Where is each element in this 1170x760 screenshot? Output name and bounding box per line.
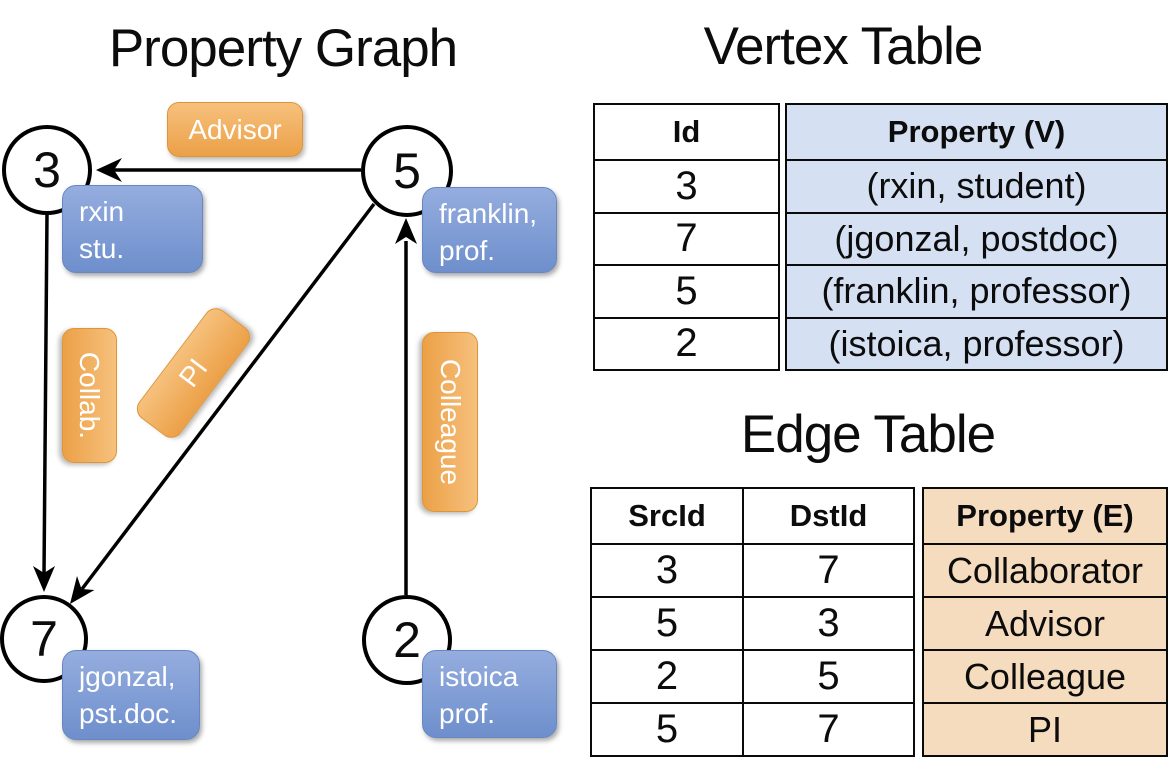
edge-label-colleague: Colleague — [422, 332, 478, 512]
vertex-property-cell: (franklin, professor) — [787, 264, 1166, 317]
arrowhead-2-5 — [395, 218, 417, 244]
edge-src-cell: 2 — [592, 649, 742, 702]
node-7-id: 7 — [30, 611, 58, 667]
edge-label-colleague-text: Colleague — [435, 358, 466, 486]
edge-label-collab: Collab. — [62, 328, 117, 463]
vertex-id-cell: 7 — [595, 211, 778, 265]
arrowhead-5-3 — [96, 158, 122, 182]
edge-label-advisor: Advisor — [167, 102, 303, 157]
vertex-property-header: Property (V) — [887, 114, 1066, 149]
node-5-property-box: franklin, prof. — [422, 187, 557, 273]
edge-dst-cell: 7 — [742, 543, 913, 596]
vertex-id-cell: 5 — [595, 264, 778, 317]
edge-dst-header: DstId — [742, 489, 913, 543]
edge-dst-cell: 5 — [742, 649, 913, 702]
node-3-property-box: rxin stu. — [62, 185, 203, 273]
node-2-id: 2 — [393, 612, 421, 668]
node-3-property-line1: rxin — [79, 196, 125, 227]
vertex-id-cell: 3 — [595, 159, 778, 212]
vertex-property-table: Property (V) (rxin, student) (jgonzal, p… — [785, 103, 1168, 371]
edge-property-header: Property (E) — [956, 498, 1134, 533]
property-graph-title: Property Graph — [108, 19, 458, 78]
arrowhead-5-7 — [70, 576, 95, 604]
node-5-property-line1: franklin, — [439, 198, 538, 229]
graph-edges-arrows — [33, 158, 417, 604]
vertex-id-table: Id 3 7 5 2 — [593, 103, 780, 371]
edge-label-pi-text: PI — [172, 352, 214, 393]
node-2-property-line2: prof. — [439, 698, 496, 729]
node-2-property-line1: istoica — [439, 661, 519, 692]
edge-property-cell: PI — [924, 702, 1166, 755]
edge-src-header: SrcId — [628, 498, 706, 533]
property-graph-panel: Property Graph 3 5 7 2 — [0, 19, 557, 740]
edge-label-advisor-text: Advisor — [188, 113, 282, 145]
vertex-property-cell: (rxin, student) — [787, 159, 1166, 212]
edge-property-cell: Colleague — [924, 649, 1166, 702]
node-5-property-line2: prof. — [439, 235, 496, 266]
edge-src-cell: 3 — [592, 543, 742, 596]
node-5-id: 5 — [393, 143, 421, 199]
arrowhead-3-7 — [33, 566, 55, 592]
node-3-id: 3 — [33, 142, 61, 198]
edge-label-collab-text: Collab. — [74, 351, 106, 440]
node-7-property-line2: pst.doc. — [79, 698, 178, 729]
graph-node-2: 2 — [362, 595, 452, 685]
edge-dst-cell: 7 — [742, 702, 913, 755]
vertex-property-cell: (istoica, professor) — [787, 316, 1166, 370]
vertex-id-cell: 2 — [595, 316, 778, 370]
edge-line-3-7 — [42, 213, 49, 576]
node-7-property-box: jgonzal, pst.doc. — [62, 650, 200, 740]
node-3-property-line2: stu. — [79, 233, 125, 264]
edge-src-cell: 5 — [592, 596, 742, 649]
edge-dst-cell: 3 — [742, 596, 913, 649]
node-2-property-box: istoica prof. — [422, 650, 557, 738]
node-7-property-line1: jgonzal, — [79, 661, 176, 692]
vertex-table-title: Vertex Table — [703, 17, 984, 76]
edge-line-5-7 — [80, 202, 376, 591]
edge-property-cell: Advisor — [924, 596, 1166, 649]
edge-src-cell: 5 — [592, 702, 742, 755]
edge-property-table: Property (E) Collaborator Advisor Collea… — [922, 487, 1168, 757]
edge-table-title: Edge Table — [740, 405, 996, 464]
edge-srcdst-table: SrcId DstId 3 7 5 3 2 5 5 7 — [590, 487, 915, 757]
vertex-property-cell: (jgonzal, postdoc) — [787, 211, 1166, 265]
edge-property-cell: Collaborator — [924, 543, 1166, 596]
vertex-id-header: Id — [672, 114, 701, 149]
